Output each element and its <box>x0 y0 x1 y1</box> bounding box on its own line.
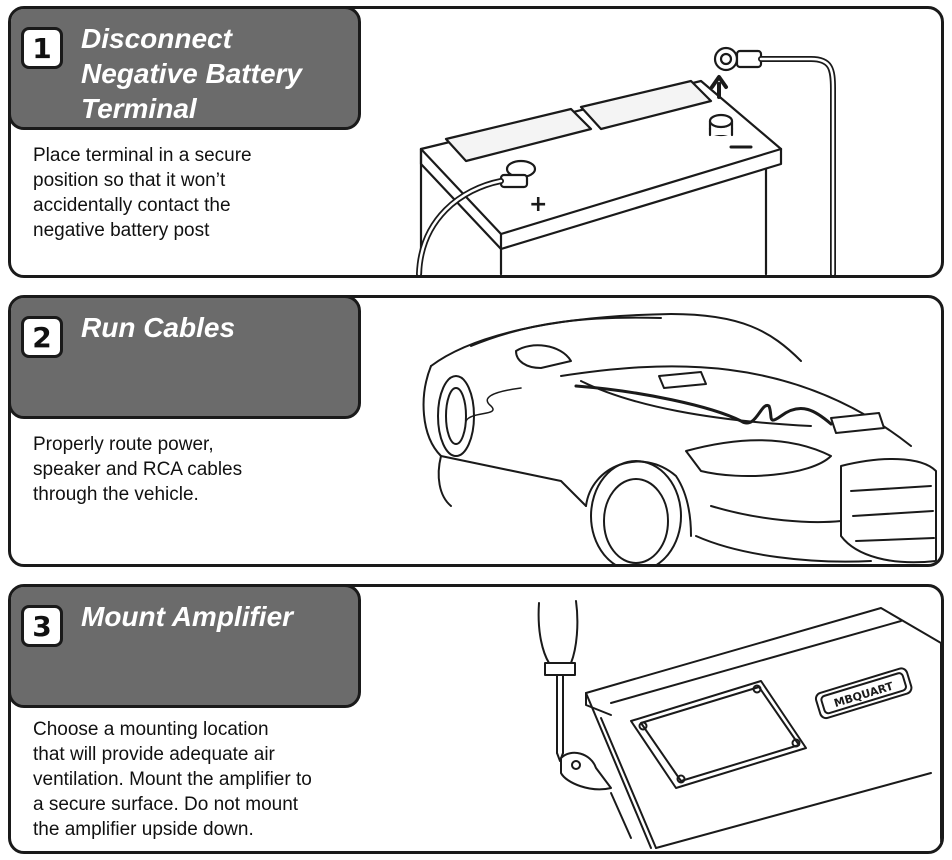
step-number-badge: 2 <box>21 316 63 358</box>
step-2-header: 2 Run Cables <box>11 298 361 419</box>
polarity-label: + <box>529 192 547 217</box>
step-1-panel: 1 Disconnect Negative Battery Terminal P… <box>8 6 944 278</box>
step-title: Run Cables <box>81 312 236 343</box>
step-description: Place terminal in a secure position so t… <box>33 145 252 241</box>
step-3-panel: 3 Mount Amplifier Choose a mounting loca… <box>8 584 944 854</box>
step-1-header: 1 Disconnect Negative Battery Terminal <box>11 9 361 130</box>
step-title: Mount Amplifier <box>81 601 294 632</box>
step-2-panel: 2 Run Cables Properly route power, speak… <box>8 295 944 567</box>
step-3-header: 3 Mount Amplifier <box>11 587 361 708</box>
step-number-badge: 3 <box>21 605 63 647</box>
car-cable-route-icon <box>422 313 937 564</box>
battery-disconnect-icon: + <box>416 46 836 275</box>
step-description: Properly route power, speaker and RCA ca… <box>33 434 243 505</box>
step-number-badge: 1 <box>21 27 63 69</box>
step-title: Disconnect Negative Battery Terminal <box>81 23 302 124</box>
amplifier-mount-icon: MBQUART <box>537 600 941 851</box>
step-description: Choose a mounting location that will pro… <box>33 719 312 840</box>
